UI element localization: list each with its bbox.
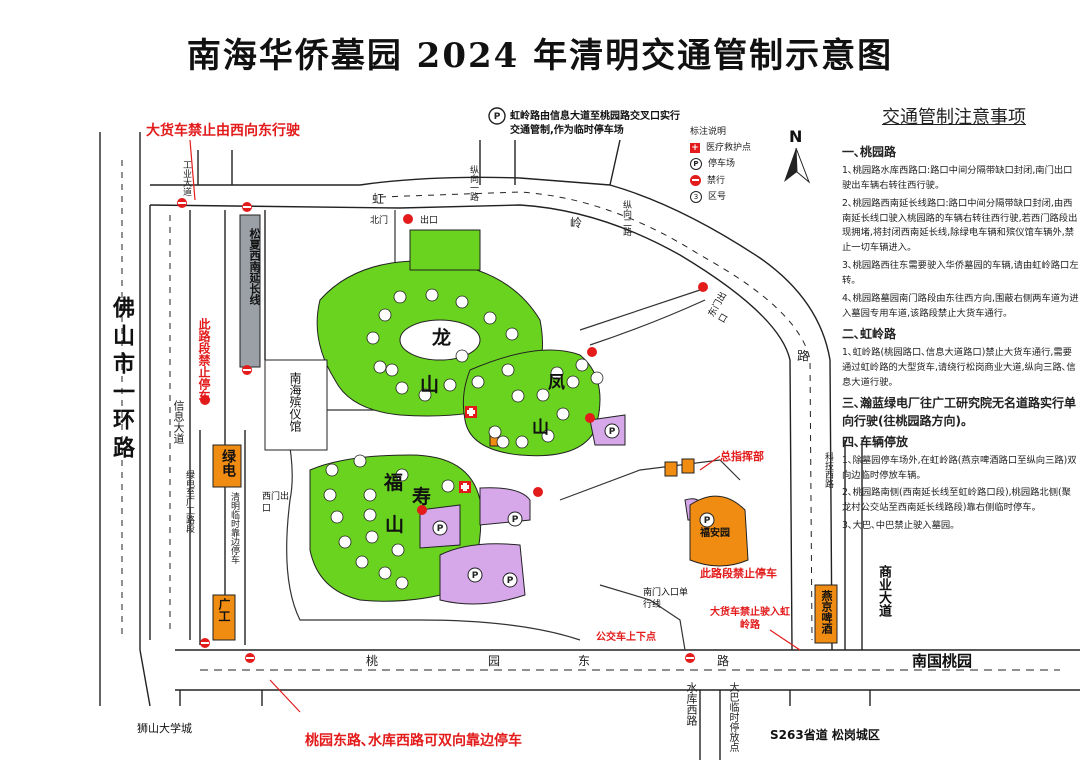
notes-s1-p1: 1､桃园路水库西路口:路口中间分隔带缺口封闭,南门出口驶出车辆右转往西行驶。 [842, 164, 1073, 191]
hongling-label-a: 虹 [372, 192, 385, 206]
yanjing-block [814, 584, 838, 644]
gongye-label: 工业大道 [181, 160, 191, 196]
feng-label: 凤 [548, 373, 565, 393]
no-entry-icon [690, 175, 701, 187]
legend-zone: 3 区号 [690, 189, 751, 205]
command-label: 总指挥部 [720, 450, 764, 463]
funeral-home-box [264, 359, 328, 451]
notes-s2-p1: 1､虹岭路(桃园路口､信息大道路口)禁止大货车通行,需要通过虹岭路的大型货车,请… [842, 346, 1076, 388]
yanjing-label: 燕京啤酒 [820, 590, 833, 634]
zongxiang2-label: 纵向二路 [621, 200, 631, 236]
longshan-shan-label: 山 [420, 374, 440, 396]
notes-s1-p2: 2､桃园路西南延长线路口:路口中间分隔带缺口封闭,由西南延长线口驶入桃园路的车辆… [842, 197, 1078, 254]
parking-markers [432, 423, 715, 588]
taoyuan-char-2: 东 [578, 654, 591, 668]
guanggong-block [212, 594, 236, 641]
medical-cross-icon: + [690, 143, 700, 154]
shishan-label: 狮山大学城 [137, 722, 192, 735]
lvdian-label: 绿电 [220, 449, 236, 477]
hongling-label-b: 岭 [570, 216, 583, 230]
long-label: 龙 [432, 327, 452, 349]
callout-lines [189, 139, 801, 713]
legend: 标注说明 + 医疗救护点 P 停车场 禁行 3 区号 [690, 124, 751, 205]
svg-text:P: P [609, 427, 616, 437]
taoyuan-char-3: 路 [717, 654, 730, 668]
no-parking-south-label: 此路段禁止停车 [700, 567, 777, 580]
ring-road-label: 佛山市一环路 [109, 296, 134, 464]
fuan-label: 福安园 [700, 528, 730, 539]
zongxiang1-label: 纵向一路 [468, 165, 478, 201]
shangye-label: 商业大道 [876, 565, 891, 617]
svg-text:P: P [512, 515, 519, 525]
notes-s1-p3: 3､桃园路西往东需要驶入华侨墓园的车辆,请由虹岭路口左转。 [842, 260, 1079, 287]
no-parking-west-label: 此路段禁止停车 [197, 318, 211, 402]
bus-park-label: 大巴临时停放点 [727, 682, 738, 752]
svg-text:P: P [472, 571, 479, 581]
lvdian-road-label: 绿电至广工路段 [184, 470, 194, 533]
north-gate-label: 北门 [370, 216, 389, 226]
nanguo-label: 南国桃园 [912, 652, 973, 670]
map-title: 南海华侨墓园 2024 年清明交通管制示意图 [186, 36, 894, 76]
exit-label: 出口 [420, 216, 439, 226]
keji-label: 科技西路 [823, 452, 833, 488]
zone-numbers [323, 288, 604, 590]
zone-number-icon: 3 [690, 190, 702, 203]
legend-parking: P 停车场 [690, 156, 751, 172]
s263-label: S263省道 松岗城区 [770, 728, 880, 742]
info-avenue-label: 信息大道 [172, 400, 185, 444]
notes-s4-title: 四､车辆停放 [842, 434, 909, 449]
guanggong-label: 广工 [217, 598, 231, 622]
shuiku-label: 水库西路 [685, 682, 698, 726]
svg-text:P: P [437, 524, 444, 534]
fu-label: 福 [384, 472, 404, 494]
truck-ban-west-label: 大货车禁止由西向东行驶 [146, 123, 300, 139]
bus-stop-label: 公交车上下点 [596, 632, 656, 643]
notes-s1-title: 一､桃园路 [842, 144, 897, 159]
west-gate-label: 西门出口 [262, 492, 290, 514]
purple-parking [419, 414, 706, 605]
fengshan-shan-label: 山 [532, 418, 549, 438]
legend-noentry: 禁行 [690, 173, 751, 189]
hongling-parking-label: 虹岭路由信息大道至桃园路交叉口实行交通管制,作为临时停车场 [510, 111, 680, 136]
north-arrow-icon: N [784, 127, 811, 184]
notes-s2-title: 二､虹岭路 [842, 326, 897, 341]
south-entrance-label: 南门入口单行线 [643, 588, 689, 610]
lvdian-block [212, 444, 242, 488]
bottom-parking-label: 桃园东路､水库西路可双向靠边停车 [305, 733, 522, 749]
legend-medical: + 医疗救护点 [690, 143, 752, 154]
notes-s3-title: 三､瀚蓝绿电厂往广工研究院无名道路实行单向行驶(往桃园路方向)。 [842, 395, 1077, 428]
notes-heading: 交通管制注意事项 [882, 107, 1026, 128]
notes-panel: 交通管制注意事项 一､桃园路 1､桃园路水库西路口:路口中间分隔带缺口封闭,南门… [842, 104, 1080, 537]
hongling-label-c: 路 [797, 349, 810, 363]
legend-title: 标注说明 [690, 127, 727, 137]
notes-s4-p3: 3､大巴､中巴禁止驶入墓园。 [842, 520, 960, 532]
taoyuan-char-1: 园 [488, 654, 501, 668]
svg-text:P: P [507, 576, 514, 586]
funeral-home-label: 南海殡仪馆 [288, 372, 302, 432]
notes-s1-p4: 4､桃园路墓园南门路段由东往西方向,围蔽右侧两车道为进入墓园专用车道,该路段禁止… [842, 292, 1079, 319]
fushou-shan-label: 山 [385, 514, 405, 536]
songxia-label: 松夏西南延长线 [248, 228, 261, 305]
ring-road [99, 132, 1080, 760]
notes-s4-p1: 1､除墓园停车场外,在虹岭路(燕京啤酒路口至纵向三路)双向边临时停放车辆。 [842, 454, 1077, 481]
truck-ban-hongling-label: 大货车禁止驶入虹岭路 [710, 607, 790, 631]
temp-park-label: 清明临时靠边停车 [229, 492, 239, 564]
svg-text:N: N [789, 127, 802, 146]
shou-label: 寿 [412, 486, 432, 508]
zone-north-green [409, 229, 481, 271]
parking-icon: P [690, 158, 702, 171]
taoyuan-char-0: 桃 [366, 654, 379, 668]
svg-text:P: P [494, 112, 501, 122]
svg-text:P: P [704, 516, 711, 526]
notes-s4-p2: 2､桃园路南侧(西南延长线至虹岭路口段),桃园路北侧(聚龙村公交站至西南延长线路… [842, 487, 1071, 514]
